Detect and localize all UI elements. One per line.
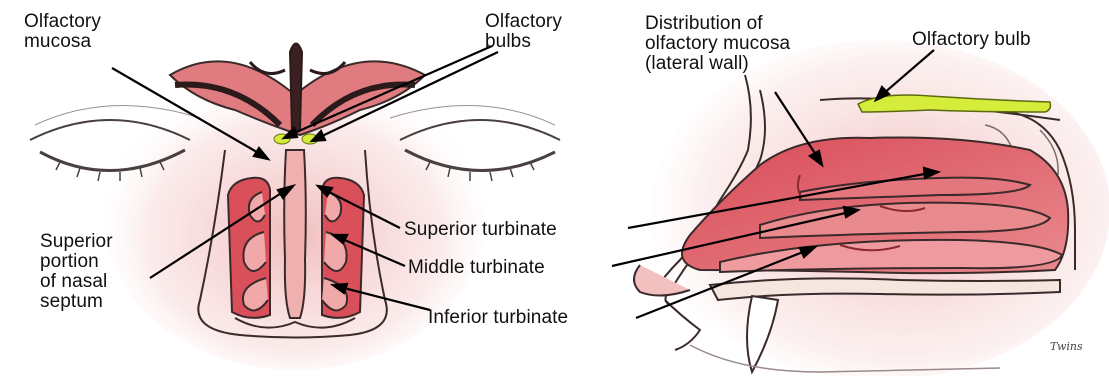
crista-galli	[290, 44, 302, 131]
label-superior-turbinate: Superior turbinate	[404, 220, 557, 240]
label-olfactory-bulb: Olfactory bulb	[912, 30, 1031, 50]
artist-signature: Twins	[1050, 340, 1083, 353]
label-middle-turbinate: Middle turbinate	[408, 258, 545, 278]
label-distribution-olfactory-mucosa: Distribution of olfactory mucosa (latera…	[645, 14, 790, 74]
nasal-septum	[284, 150, 306, 318]
label-inferior-turbinate: Inferior turbinate	[428, 308, 568, 328]
label-olfactory-mucosa: Olfactory mucosa	[24, 12, 101, 52]
sagittal-nasal-view	[634, 40, 1109, 376]
label-olfactory-bulbs: Olfactory bulbs	[485, 12, 562, 52]
label-superior-portion-nasal-septum: Superior portion of nasal septum	[40, 232, 113, 312]
